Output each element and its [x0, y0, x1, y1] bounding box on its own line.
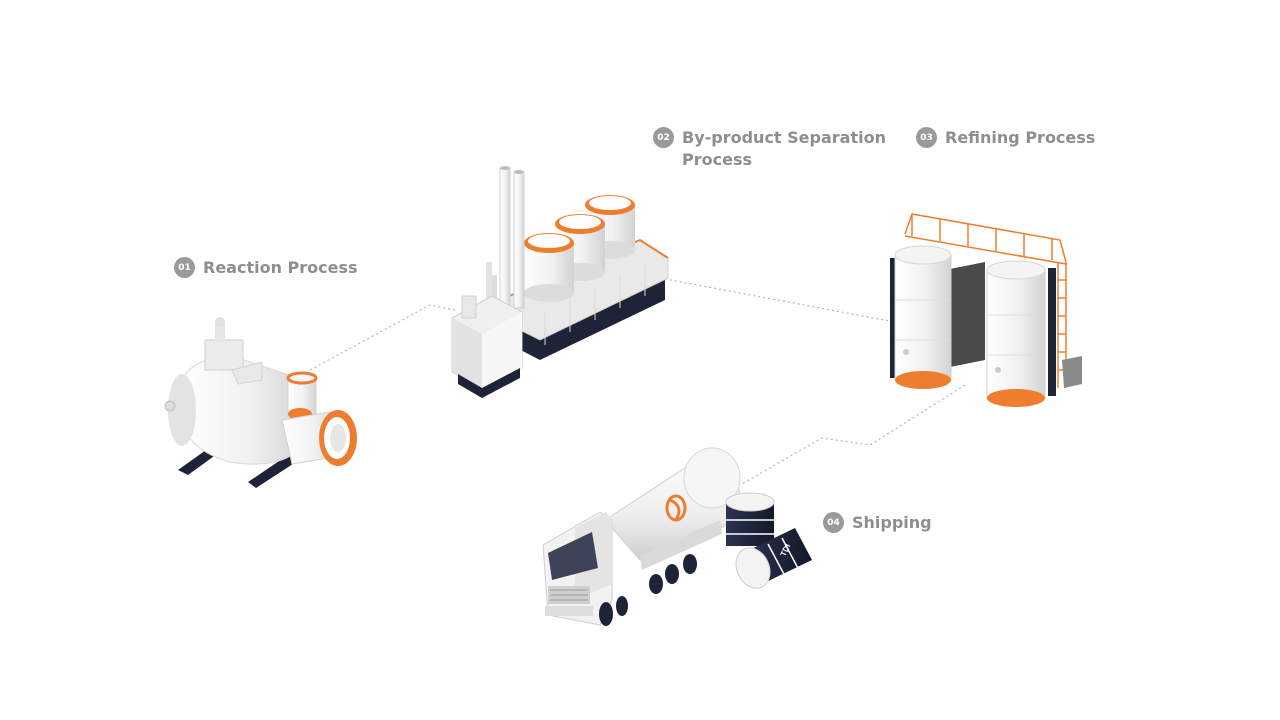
- connector-reaction-separation: [309, 304, 456, 371]
- cooling-tower: [524, 233, 574, 302]
- chimney-stack: [513, 171, 525, 309]
- connector-separation-refining: [659, 277, 896, 323]
- step-shipping[interactable]: 04 Shipping: [823, 512, 932, 534]
- step-label: By-product Separation Process: [682, 128, 886, 169]
- step-number-badge: 04: [823, 512, 844, 533]
- step-label: Shipping: [852, 513, 932, 532]
- platform-railing: [904, 213, 1067, 263]
- separation-plant-illustration: [451, 166, 669, 398]
- refining-tank: [986, 260, 1046, 407]
- cooling-tower: [585, 195, 635, 259]
- step-label: Refining Process: [945, 128, 1096, 147]
- step-number-badge: 02: [653, 127, 674, 148]
- connector-refining-shipping: [739, 384, 966, 486]
- reaction-vessel-illustration: [164, 317, 357, 488]
- step-number-badge: 01: [174, 257, 195, 278]
- chimney-stack: [499, 167, 511, 309]
- step-label: Reaction Process: [203, 258, 358, 277]
- connector-lines: [309, 277, 966, 486]
- drum: TDI: [735, 528, 812, 589]
- step-reaction-process[interactable]: 01 Reaction Process: [174, 257, 358, 279]
- refining-tank: [894, 245, 952, 389]
- step-refining-process[interactable]: 03 Refining Process: [916, 127, 1095, 149]
- refining-unit-illustration: [890, 213, 1082, 407]
- brand-logo-icon: [665, 494, 687, 522]
- drum: [725, 492, 775, 546]
- shipping-illustration: TDI: [542, 447, 812, 626]
- windshield: [548, 532, 598, 580]
- vessel-leg: [248, 455, 296, 488]
- step-number-badge: 03: [916, 127, 937, 148]
- step-by-product-separation[interactable]: 02 By-product Separation Process: [653, 127, 886, 171]
